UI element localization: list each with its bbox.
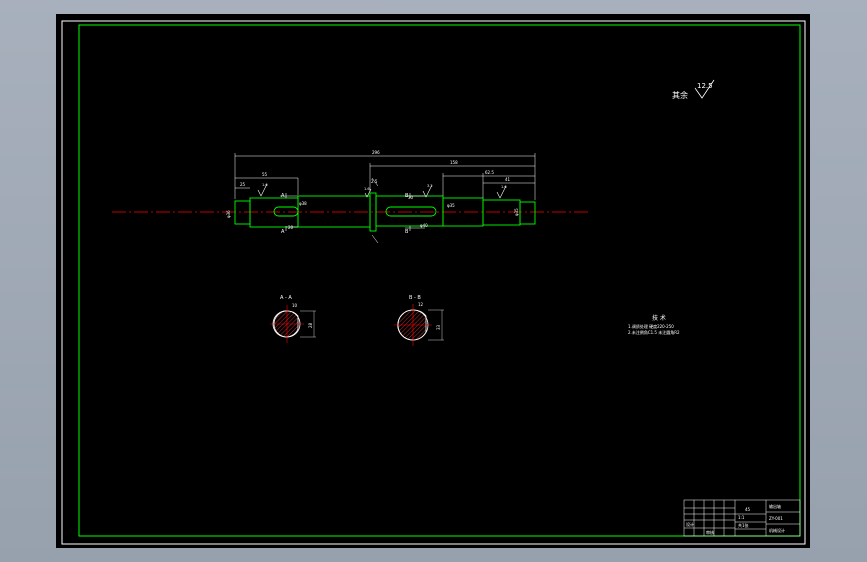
- title-block-drawing-no: ZY-001: [769, 516, 783, 521]
- dim-left-end: 25: [240, 182, 246, 187]
- title-block-drawing-name: 输出轴: [769, 503, 781, 509]
- dim-key-left: 20: [288, 225, 294, 230]
- dim-gap: 2.5: [371, 179, 378, 184]
- dim-d-mid: φ38: [299, 201, 307, 206]
- section-view-a-a: A - A 10 28: [270, 295, 316, 343]
- shaft-roughness-marks: [257, 183, 507, 199]
- keyway-right: [385, 206, 437, 217]
- title-block: [683, 499, 801, 537]
- svg-text:3.2: 3.2: [427, 184, 433, 188]
- dim-d-collar: φ40: [420, 223, 428, 228]
- tech-req-title: 技 术: [652, 314, 666, 322]
- roughness-mark-icon: [257, 183, 268, 197]
- keyway-left: [273, 206, 299, 217]
- model-space-background: [56, 14, 810, 548]
- title-block-scale: 1:1: [738, 515, 745, 520]
- dim-d-right: φ35: [447, 203, 455, 208]
- dimension-texts: 296 158 62.5 41 55 25 φ36 φ38 φ35 φ40 φ3…: [226, 150, 519, 230]
- dim-step-right: 62.5: [485, 170, 494, 175]
- shaft-outline: [234, 192, 536, 232]
- title-block-school: 机械设计: [769, 527, 785, 533]
- section-mark-b-bottom: B: [405, 229, 409, 235]
- section-cut-markers: A A B B: [281, 193, 411, 235]
- svg-text:1.6: 1.6: [501, 185, 507, 189]
- shaft-right-end: [519, 201, 536, 225]
- section-title: B - B: [409, 295, 421, 301]
- title-block-drawn-by: 设计: [686, 521, 694, 527]
- section-b-width-dim: 12: [418, 302, 424, 307]
- outer-sheet-frame: [61, 20, 806, 545]
- roughness-note-label: 其余: [672, 90, 688, 100]
- title-block-texts: 输出轴 ZY-001 机械设计 45 1:1 共1张 设计 审核: [686, 503, 785, 535]
- section-mark-a-bottom: A: [281, 229, 285, 235]
- dim-overall: 296: [372, 150, 380, 155]
- section-title: A - A: [280, 295, 292, 301]
- tech-req-line: 1.调质处理 硬度220-250: [628, 323, 674, 329]
- roughness-mark-icon: [422, 184, 433, 198]
- dim-d-right-end: φ35: [514, 208, 519, 216]
- section-a-depth-dim: 28: [308, 322, 313, 328]
- inner-drawing-border: [78, 24, 801, 537]
- roughness-mark-values: 1.6 3.2 1.6 1.6: [262, 183, 507, 191]
- roughness-note: 其余 12.5: [672, 79, 715, 100]
- dimension-lines: [234, 153, 536, 244]
- dim-step-small: 41: [505, 177, 511, 182]
- section-a-width-dim: 10: [292, 303, 298, 308]
- dim-left-len: 55: [262, 172, 268, 177]
- svg-text:1.6: 1.6: [364, 187, 370, 191]
- roughness-mark-icon: [496, 185, 507, 199]
- svg-text:1.6: 1.6: [262, 183, 268, 187]
- dim-key-right: 30: [408, 195, 414, 200]
- section-mark-a-top: A: [281, 193, 285, 199]
- tech-req-line: 2.未注倒角C1.5 未注圆角R2: [628, 329, 680, 335]
- title-block-sheet: 共1张: [738, 522, 749, 528]
- roughness-symbol-icon: [694, 79, 715, 99]
- section-view-b-b: B - B 12 33: [394, 295, 444, 346]
- roughness-note-value: 12.5: [697, 82, 713, 90]
- section-mark-b-top: B: [405, 193, 409, 199]
- technical-requirements: 技 术 1.调质处理 硬度220-250 2.未注倒角C1.5 未注圆角R2: [628, 314, 680, 335]
- section-b-depth-dim: 33: [436, 324, 441, 330]
- roughness-mark-icon: [364, 188, 372, 198]
- title-block-checked-by: 审核: [706, 529, 714, 535]
- dim-right-segment: 158: [450, 160, 458, 165]
- title-block-material: 45: [745, 507, 751, 512]
- dim-d-left: φ36: [226, 210, 231, 218]
